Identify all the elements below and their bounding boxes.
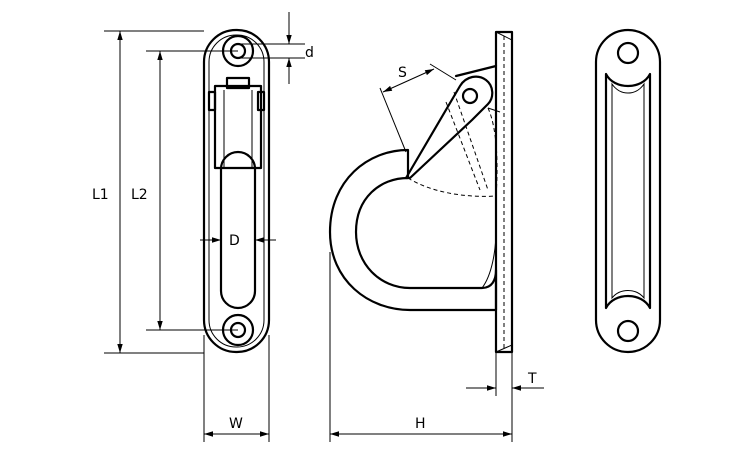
label-l2: L2 [131,187,148,203]
gate-hidden-line [445,101,481,191]
label-h: H [415,416,426,432]
latch-bracket [454,64,498,78]
rear-view [594,28,662,354]
s-extension-line [379,87,407,153]
gate-swing-arc [487,107,498,197]
latch-hinge-left [207,90,217,112]
front-view [202,28,271,354]
label-l1: L1 [92,187,109,203]
latch-hinge-right [256,90,266,112]
rear-top-hole [616,41,640,65]
front-dimensions: L1 L2 d D W [92,12,314,442]
gate-hidden-line [453,91,489,191]
rear-recess-outer [604,72,652,310]
dimension-line-s [382,68,435,93]
label-D: D [229,233,240,249]
rear-plate-outline [594,28,662,354]
side-view [328,30,514,354]
side-dimensions: S H T [329,63,544,442]
hook-slot [219,150,257,310]
hook-blend-curve [481,229,497,289]
label-t: T [527,371,537,387]
latch-pivot [461,87,479,105]
rear-bottom-hole [616,319,640,343]
latch-pin-cap [225,76,251,90]
label-d: d [305,45,314,61]
label-s: S [398,65,407,81]
latch-body [213,84,263,170]
gate-stop-tick [487,107,501,113]
rear-recess-inner [611,82,645,300]
label-w: W [229,416,243,432]
s-extension-line [429,63,457,81]
gate-open-arc [407,177,497,197]
latch-gate [404,75,494,180]
front-plate-outline [202,28,271,354]
